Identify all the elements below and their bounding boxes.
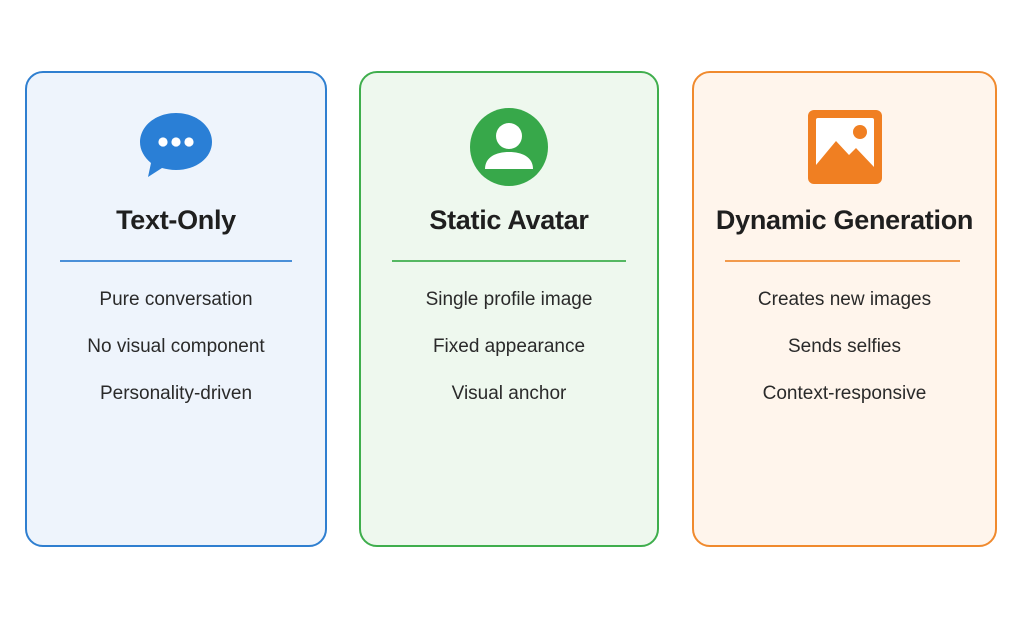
feature-list: Pure conversation No visual component Pe… xyxy=(27,287,325,428)
feature-item: Creates new images xyxy=(757,289,932,310)
feature-list: Creates new images Sends selfies Context… xyxy=(694,287,995,428)
feature-list: Single profile image Fixed appearance Vi… xyxy=(361,287,657,428)
divider xyxy=(725,260,960,262)
feature-item: Pure conversation xyxy=(99,289,253,310)
divider xyxy=(392,260,626,262)
feature-item: Personality-driven xyxy=(99,383,253,404)
feature-item: Visual anchor xyxy=(451,383,567,404)
card-title: Static Avatar xyxy=(429,205,589,235)
chat-bubble-icon xyxy=(136,107,216,187)
divider xyxy=(60,260,292,262)
feature-item: Sends selfies xyxy=(787,336,901,357)
card-static-avatar: Static Avatar Single profile image Fixed… xyxy=(359,71,659,547)
card-dynamic-generation: Dynamic Generation Creates new images Se… xyxy=(692,71,997,547)
feature-item: Context-responsive xyxy=(762,383,927,404)
feature-item: No visual component xyxy=(87,336,265,357)
image-icon xyxy=(805,107,885,187)
card-title: Dynamic Generation xyxy=(715,205,974,235)
card-text-only: Text-Only Pure conversation No visual co… xyxy=(25,71,327,547)
feature-item: Single profile image xyxy=(425,289,593,310)
card-title: Text-Only xyxy=(116,205,236,235)
feature-item: Fixed appearance xyxy=(432,336,586,357)
user-avatar-icon xyxy=(469,107,549,187)
